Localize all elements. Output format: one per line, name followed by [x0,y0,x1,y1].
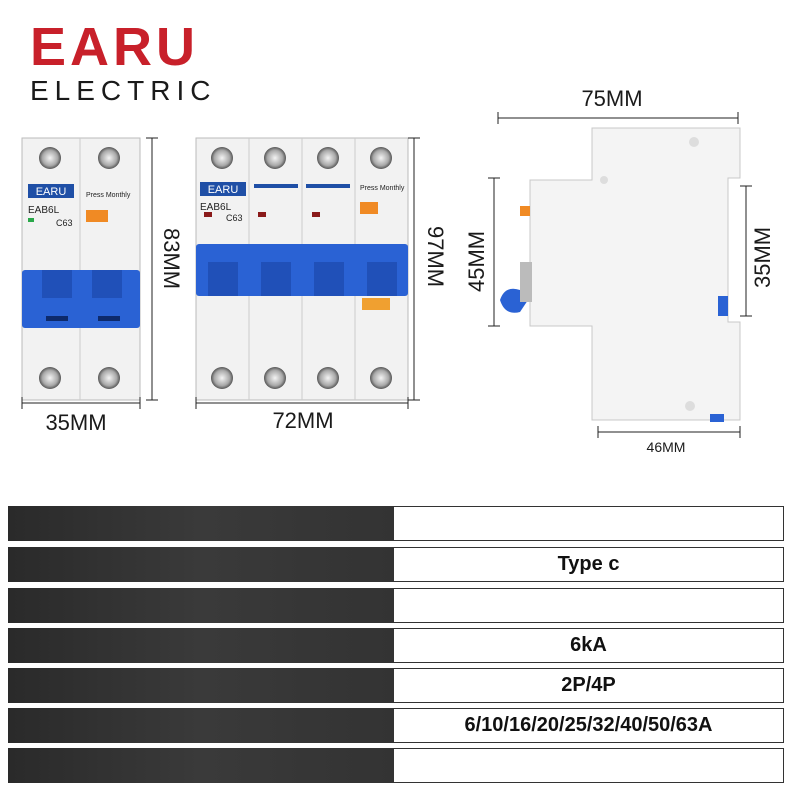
dim-side-right: 35MM [750,227,775,288]
spec-row [8,588,784,623]
test-button [86,210,108,222]
brand-name: EARU [30,17,200,77]
badge-text: EARU [208,184,239,196]
spec-value-cell: Type c [394,547,784,582]
screw-icon [98,147,120,169]
screw-icon [98,367,120,389]
model-label: EAB6L [200,202,232,213]
screw-icon [211,367,233,389]
spec-value-cell [394,748,784,783]
curve-label: C63 [56,218,73,228]
spec-row [8,506,784,541]
dim-side-bottom: 46MM [647,439,686,455]
spec-value-cell [394,506,784,541]
product-drawings: EARU EAB6L C63 Press Monthly 35MM 83MM E… [21,86,775,455]
brand-logo: EARU ELECTRIC [30,20,216,106]
test-button-label: Press Monthly [86,192,131,199]
brand-subtitle: ELECTRIC [30,75,217,106]
curve-label: C63 [226,213,243,223]
brand-badge [200,182,246,196]
dim-side-top: 75MM [581,86,642,111]
spec-label-cell [8,547,394,582]
dim-left-width: 35MM [45,410,106,435]
test-button-label: Press Monthly [360,185,405,192]
badge-text: EARU [36,186,67,198]
spec-label-cell [8,628,394,663]
screw-icon [264,367,286,389]
screw-icon [317,367,339,389]
spec-row: 2P/4P [8,668,784,703]
screw-icon [264,147,286,169]
test-button [360,202,378,214]
toggle-handle [22,270,140,328]
toggle-handle [196,244,408,296]
model-label: EAB6L [28,205,60,216]
spec-row: Type c [8,547,784,582]
dim-middle-width: 72MM [272,408,333,433]
breaker-side-view [500,127,741,422]
breaker-2p: EARU EAB6L C63 Press Monthly [21,137,141,401]
spec-value-cell: 2P/4P [394,668,784,703]
screw-icon [370,367,392,389]
dim-left-height: 83MM [159,228,184,289]
spec-label-cell [8,748,394,783]
spec-value-cell: 6kA [394,628,784,663]
dim-middle-height: 97MM [423,226,448,287]
spec-label-cell [8,506,394,541]
screw-icon [370,147,392,169]
spec-row: 6kA [8,628,784,663]
brand-badge [28,184,74,198]
screw-icon [317,147,339,169]
dim-side-left: 45MM [464,231,489,292]
screw-icon [39,147,61,169]
spec-label-cell [8,668,394,703]
breaker-4p: EARU EAB6L C63 Press Monthly [195,137,409,401]
screw-icon [39,367,61,389]
spec-value-cell: 6/10/16/20/25/32/40/50/63A [394,708,784,743]
spec-row: 6/10/16/20/25/32/40/50/63A [8,708,784,743]
spec-value-cell [394,588,784,623]
spec-label-cell [8,708,394,743]
spec-label-cell [8,588,394,623]
spec-row [8,748,784,783]
screw-icon [211,147,233,169]
